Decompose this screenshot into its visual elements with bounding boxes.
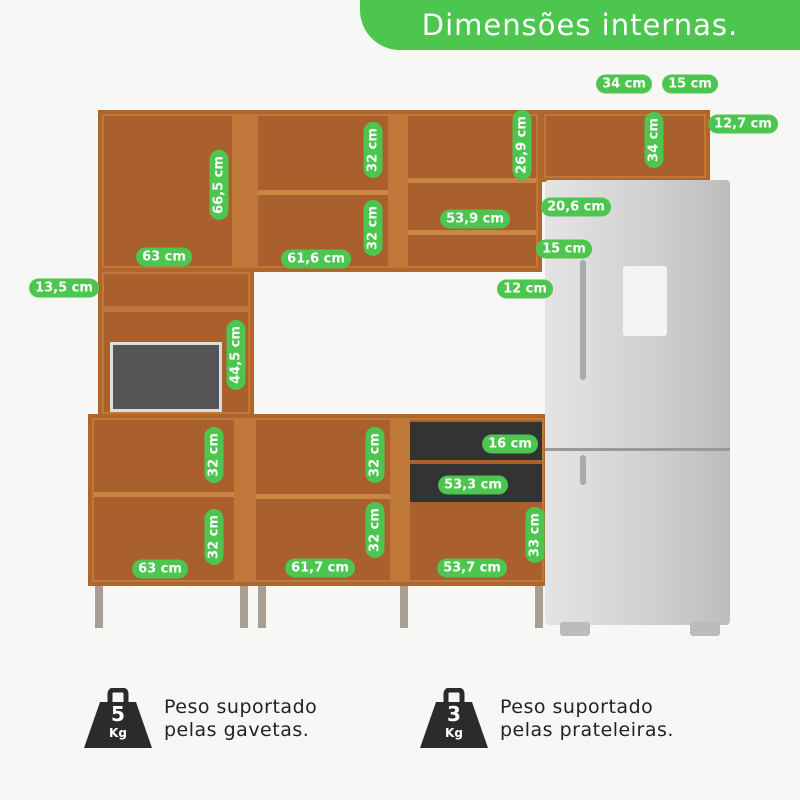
fridge-handle bbox=[580, 260, 586, 380]
dim-label: 13,5 cm bbox=[29, 278, 99, 298]
dim-label: 61,6 cm bbox=[281, 249, 351, 269]
fridge-door-split bbox=[545, 448, 730, 451]
leg bbox=[258, 586, 266, 628]
weight-text: pelas prateleiras. bbox=[500, 719, 674, 741]
fridge-foot bbox=[560, 622, 590, 636]
weight-text: pelas gavetas. bbox=[164, 719, 310, 741]
dim-label: 20,6 cm bbox=[541, 197, 611, 217]
spice-niche bbox=[104, 274, 248, 306]
dim-label: 53,3 cm bbox=[438, 475, 508, 495]
dim-label: 44,5 cm bbox=[226, 320, 246, 390]
kettlebell-icon: 5 Kg bbox=[82, 688, 154, 750]
dim-label: 63 cm bbox=[136, 247, 192, 267]
shelf bbox=[408, 178, 536, 183]
dim-label: 12,7 cm bbox=[708, 114, 778, 134]
niche-cell bbox=[546, 116, 704, 176]
dim-label: 66,5 cm bbox=[209, 150, 229, 220]
dim-label: 53,7 cm bbox=[437, 558, 507, 578]
dim-label: 15 cm bbox=[536, 239, 592, 259]
leg bbox=[95, 586, 103, 628]
shelf bbox=[258, 190, 388, 195]
weight-text: Peso suportado bbox=[164, 696, 318, 718]
leg bbox=[400, 586, 408, 628]
dim-label: 53,9 cm bbox=[440, 209, 510, 229]
dim-label: 33 cm bbox=[525, 507, 545, 563]
fridge-foot bbox=[690, 622, 720, 636]
dim-label: 32 cm bbox=[204, 427, 224, 483]
dim-label: 32 cm bbox=[365, 427, 385, 483]
leg bbox=[240, 586, 248, 628]
kettlebell-icon: 3 Kg bbox=[418, 688, 490, 750]
shelf bbox=[256, 494, 390, 499]
title-banner: Dimensões internas. bbox=[360, 0, 800, 50]
dim-label: 32 cm bbox=[363, 122, 383, 178]
dim-label: 32 cm bbox=[204, 509, 224, 565]
shelf bbox=[94, 492, 234, 497]
shelf bbox=[408, 230, 536, 235]
microwave bbox=[110, 342, 222, 412]
dim-label: 15 cm bbox=[662, 74, 718, 94]
dim-label: 61,7 cm bbox=[285, 558, 355, 578]
fridge-display bbox=[623, 266, 667, 336]
leg bbox=[535, 586, 543, 628]
dim-label: 34 cm bbox=[644, 112, 664, 168]
dim-label: 12 cm bbox=[497, 279, 553, 299]
dim-label: 32 cm bbox=[365, 502, 385, 558]
freezer-handle bbox=[580, 455, 586, 485]
dim-label: 26,9 cm bbox=[512, 110, 532, 180]
dim-label: 32 cm bbox=[363, 200, 383, 256]
dim-label: 34 cm bbox=[596, 74, 652, 94]
dim-label: 63 cm bbox=[132, 559, 188, 579]
dim-label: 16 cm bbox=[482, 434, 538, 454]
weight-text: Peso suportado bbox=[500, 696, 654, 718]
